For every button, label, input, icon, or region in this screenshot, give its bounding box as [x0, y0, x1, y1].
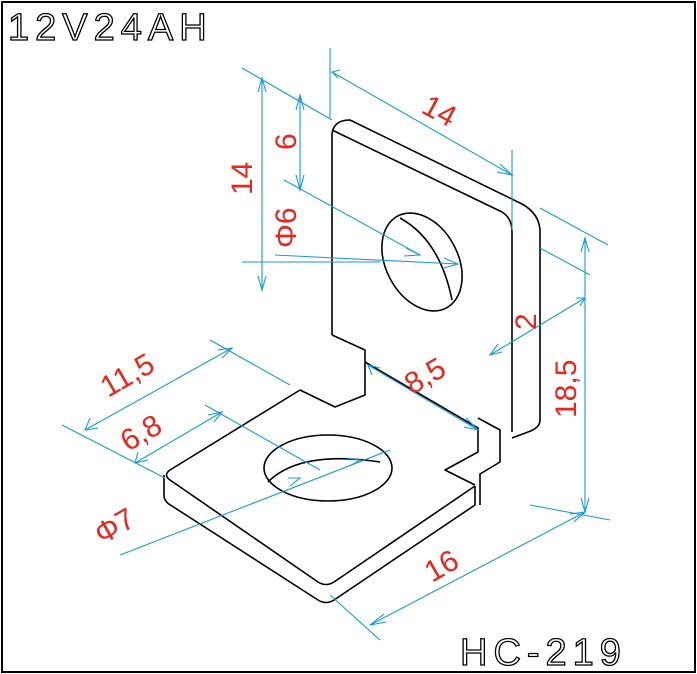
dimension-lines — [61, 48, 611, 641]
dim-base-length: 16 — [419, 544, 464, 589]
dim-plate-width: 14 — [417, 89, 462, 134]
dim-base-hole-dia: Φ7 — [89, 502, 141, 551]
dim-base-depth: 11,5 — [95, 347, 160, 404]
base-plate — [163, 389, 476, 604]
plate-hole-inner-edge — [399, 217, 453, 301]
dim-bend-offset: 8,5 — [399, 352, 452, 401]
plate-hole — [381, 212, 463, 312]
base-hole-inner-edge — [267, 457, 381, 483]
vertical-plate — [331, 119, 541, 439]
dim-hole-offset: 6 — [270, 133, 303, 150]
base-hole — [263, 434, 393, 502]
bend — [299, 334, 501, 505]
dim-thickness: 2 — [510, 313, 543, 330]
title-block: 12V24AH — [8, 7, 213, 49]
dim-plate-height: 14 — [226, 162, 259, 195]
part-number: HC-219 — [460, 632, 627, 674]
dim-base-hole-offset: 6,8 — [115, 409, 168, 458]
dim-total-height: 18,5 — [550, 360, 583, 418]
dim-plate-hole-dia: Φ6 — [270, 207, 303, 248]
